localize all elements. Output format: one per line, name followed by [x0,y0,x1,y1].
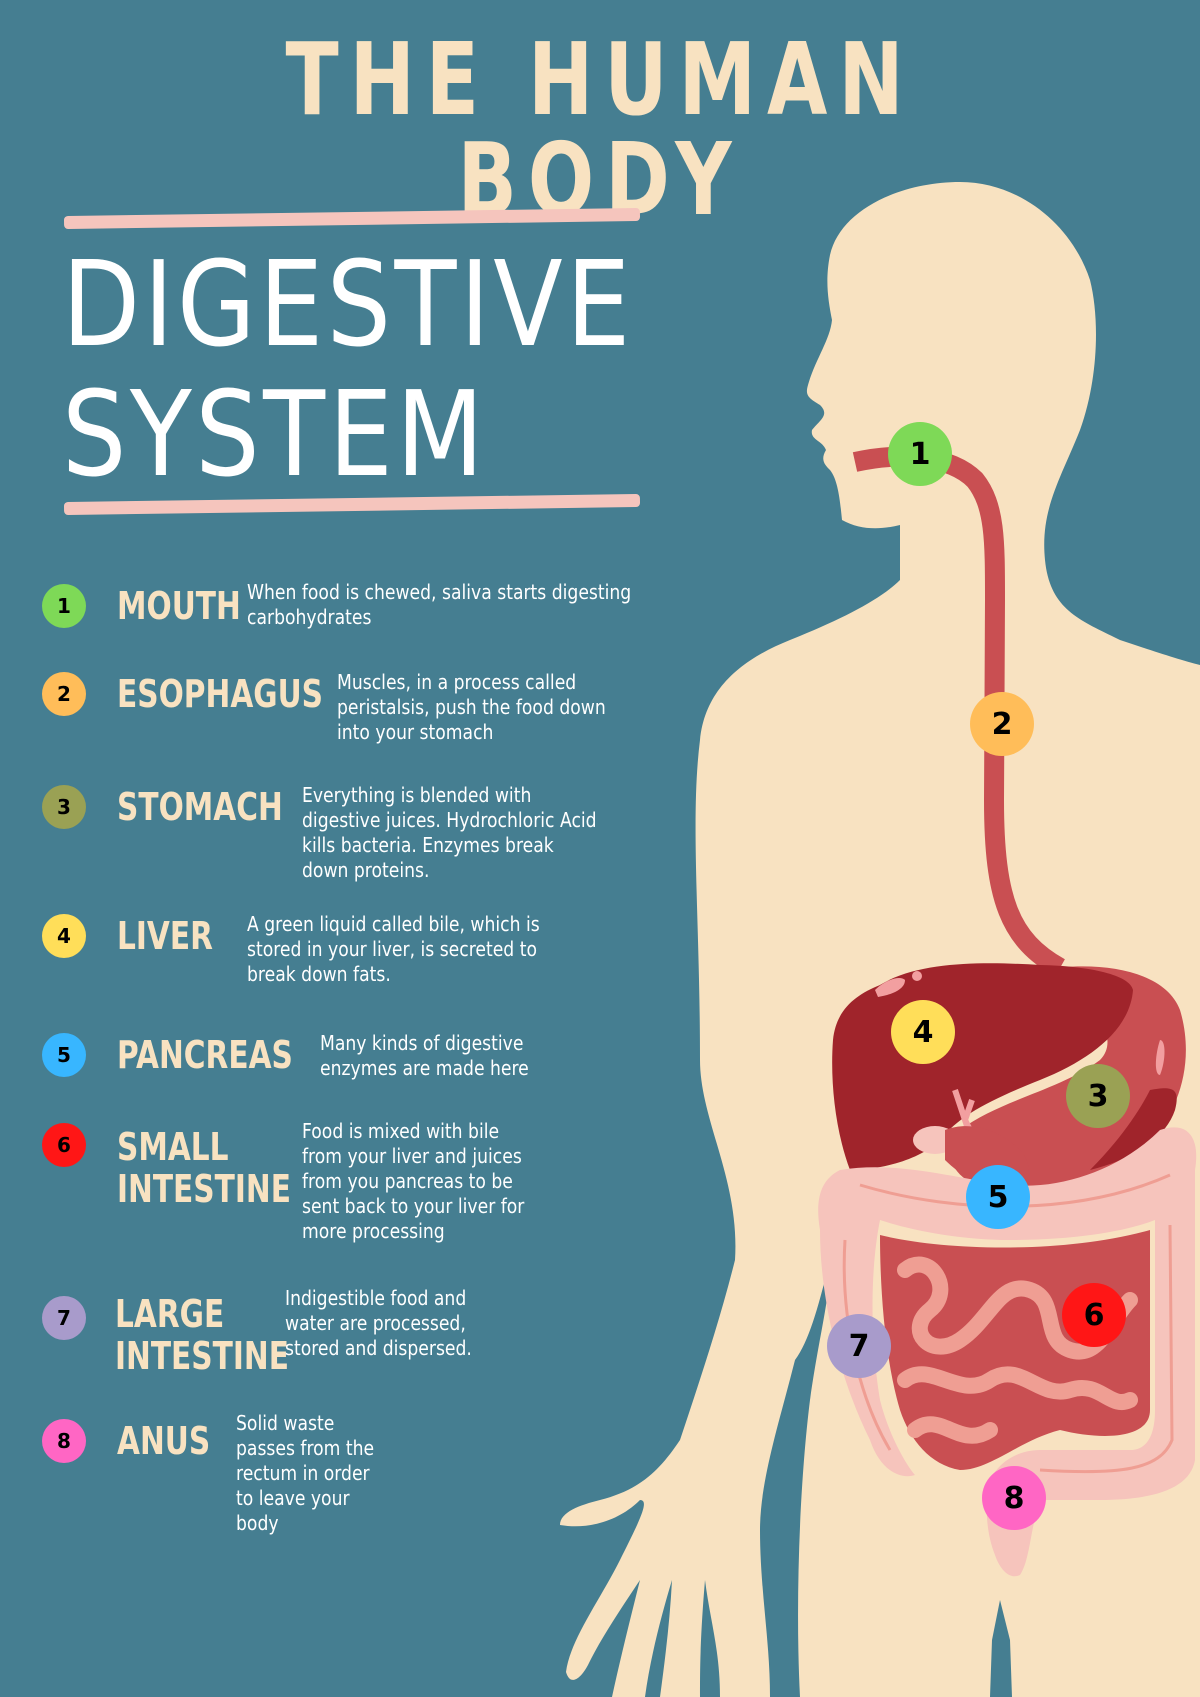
organ-name-line2: INTESTINE [117,1167,291,1211]
organ-description: Many kinds of digestive enzymes are made… [320,1031,529,1080]
organ-name: ESOPHAGUS [117,672,324,716]
number-badge: 3 [42,785,86,829]
organ-name: LARGE [115,1292,225,1336]
number-badge: 1 [42,584,86,628]
organ-description: Muscles, in a process called peristalsis… [337,670,606,744]
number-badge: 6 [42,1123,86,1167]
number-badge: 7 [42,1296,86,1340]
number-badge: 2 [42,672,86,716]
organ-description: Solid waste passes from the rectum in or… [236,1411,375,1535]
organ-description: Food is mixed with bile from your liver … [302,1119,525,1243]
marker-anus: 8 [982,1466,1046,1530]
marker-small-intestine: 6 [1062,1283,1126,1347]
organ-name: ANUS [117,1419,211,1463]
liver-highlight-dot [912,971,922,981]
organ-description: When food is chewed, saliva starts diges… [247,580,632,629]
marker-mouth: 1 [888,422,952,486]
liver-highlight [875,978,905,997]
small-intestine-coils [897,1256,1138,1444]
organ-name: LIVER [117,914,213,958]
large-intestine-shape [818,1127,1197,1577]
page-title: THE HUMAN BODY [285,21,915,238]
marker-large-intestine: 7 [827,1314,891,1378]
marker-esophagus: 2 [970,692,1034,756]
organ-name: MOUTH [117,584,241,628]
subtitle-digestive: DIGESTIVE [62,235,634,373]
marker-liver: 4 [891,1000,955,1064]
organ-description: Indigestible food and water are processe… [285,1286,472,1360]
organ-description: Everything is blended with digestive jui… [302,783,597,882]
organ-name: PANCREAS [117,1033,293,1077]
subtitle-system: SYSTEM [62,365,488,503]
stomach-highlight [1155,1040,1165,1075]
number-badge: 5 [42,1033,86,1077]
organ-name: STOMACH [117,785,283,829]
organ-name: SMALL [117,1125,229,1169]
number-badge: 8 [42,1419,86,1463]
organ-description: A green liquid called bile, which is sto… [247,912,540,986]
number-badge: 4 [42,914,86,958]
marker-pancreas: 5 [966,1165,1030,1229]
marker-stomach: 3 [1066,1064,1130,1128]
organ-name-line2: INTESTINE [115,1334,289,1378]
stomach-lower-fold [1090,1088,1177,1170]
